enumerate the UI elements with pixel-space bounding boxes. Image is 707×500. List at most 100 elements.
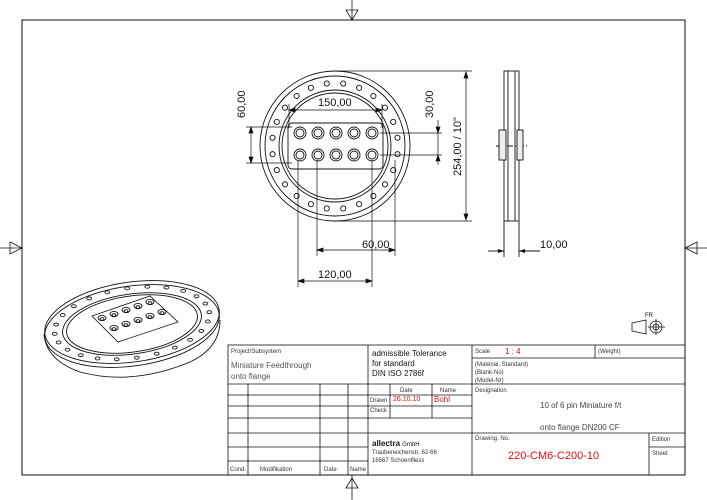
iso-port-inner [123, 309, 129, 313]
feedthrough-port [311, 126, 325, 140]
feedthrough-port [365, 126, 379, 140]
company-logo: allectra GmbH [372, 439, 420, 449]
projection-symbol [631, 319, 665, 335]
dim-120: 120,00 [318, 269, 352, 281]
date-col-label: Date [324, 467, 337, 473]
dim-30: 30,00 [424, 90, 436, 118]
iso-bolt-hole [55, 340, 62, 345]
feedthrough-port [329, 126, 343, 140]
iso-bolt-hole [198, 328, 205, 333]
bolt-hole [394, 134, 401, 141]
address-line-1: Traubeneichenstr. 62-66 [372, 450, 437, 456]
feedthrough-port-inner [295, 150, 305, 160]
bolt-hole [273, 167, 280, 174]
blank-label: (Blank-No) [475, 370, 504, 376]
dim-254: 254,00 / 10" [452, 117, 464, 176]
dim-60-vertical: 60,00 [236, 90, 248, 118]
feedthrough-port-inner [331, 128, 341, 138]
feedthrough-port-inner [349, 150, 359, 160]
weight-label: (Weight) [598, 349, 621, 355]
iso-port-inner [99, 317, 105, 321]
iso-bolt-hole [171, 345, 178, 350]
project-label: Project/Subsystem [231, 349, 282, 355]
scale-label: Scale [475, 349, 491, 355]
bolt-hole [293, 192, 300, 200]
bolt-hole [370, 92, 377, 100]
iso-port-inner [111, 327, 117, 331]
iso-bolt-hole [77, 353, 84, 358]
bolt-hole [390, 167, 397, 174]
check-label: Check [370, 408, 388, 414]
iso-bolt-hole [59, 313, 66, 318]
bolt-hole [293, 92, 300, 100]
side-view-arrows [498, 249, 525, 253]
bolt-hole [370, 192, 377, 200]
company-logo-rest: llectra [376, 439, 401, 448]
iso-bolt-hole [144, 284, 151, 289]
iso-bolt-hole [180, 288, 187, 293]
bolt-hole [281, 104, 289, 111]
feedthrough-port [347, 126, 361, 140]
tolerance-line-2: for standard [372, 359, 415, 368]
bolt-hole [269, 134, 276, 141]
name-header: Name [440, 388, 457, 394]
title-block [227, 344, 686, 476]
bolt-hole [323, 205, 330, 212]
drawn-name: Bohl [434, 395, 451, 404]
bolt-hole [281, 181, 289, 188]
cond-label: Cond. [230, 467, 247, 473]
address-line-2: 16567 Schoenfliess [372, 458, 425, 464]
iso-bolt-hole [134, 355, 140, 360]
iso-bolt-hole [64, 347, 71, 352]
iso-bolt-hole [94, 356, 101, 361]
feedthrough-port [293, 126, 307, 140]
drawn-date: 26.10.10 [393, 396, 421, 403]
tolerance-line-3: DIN ISO 2786f [372, 369, 425, 378]
bolt-hole [390, 118, 397, 125]
feedthrough-port-inner [313, 150, 323, 160]
front-view-dimension-lines [246, 70, 472, 287]
scale-value: 1 : 4 [505, 347, 521, 356]
iso-bolt-hole [163, 285, 170, 290]
iso-port-inner [135, 319, 141, 323]
flange-side-view [488, 70, 540, 257]
feedthrough-port [311, 148, 325, 162]
iso-bolt-hole [104, 290, 111, 295]
model-label: (Model-Nr) [475, 378, 504, 384]
company-logo-a: a [372, 439, 377, 448]
company-suffix: GmbH [402, 442, 420, 448]
feedthrough-port-inner [313, 128, 323, 138]
feedthrough-port-inner [367, 128, 377, 138]
bolt-hole [307, 84, 314, 91]
bolt-hole [356, 201, 363, 208]
iso-bolt-hole [51, 331, 58, 336]
designation-line-1: 10 of 6 pin Miniature f/t [540, 401, 622, 410]
iso-port-inner [159, 311, 165, 315]
iso-bolt-hole [113, 357, 120, 362]
iso-bolt-hole [202, 301, 209, 306]
iso-port-inner [147, 301, 153, 305]
designation-line-2: onto flange DN200 CF [540, 423, 620, 432]
feedthrough-port-inner [331, 150, 341, 160]
bolt-hole [340, 205, 347, 212]
iso-bolt-hole [153, 351, 160, 356]
iso-bolt-hole [124, 286, 130, 291]
flange-front-view [259, 70, 411, 222]
bolt-hole [307, 201, 314, 208]
iso-bolt-hole [71, 304, 77, 309]
dim-150: 150,00 [318, 97, 352, 109]
iso-port-inner [147, 315, 153, 319]
iso-bolt-hole [86, 296, 93, 301]
bolt-hole [356, 84, 363, 91]
name-col-label: Name [350, 467, 367, 473]
drawn-label: Drawn [370, 398, 388, 404]
designation-label: Designation [475, 388, 507, 394]
drawing-no: 220-CM6-C200-10 [508, 450, 600, 462]
iso-port-inner [123, 323, 129, 327]
dim-60-bottom: 60,00 [362, 239, 390, 251]
dim-10: 10,00 [540, 239, 568, 251]
feedthrough-port-inner [367, 150, 377, 160]
material-label: (Material, Standard) [475, 362, 529, 368]
